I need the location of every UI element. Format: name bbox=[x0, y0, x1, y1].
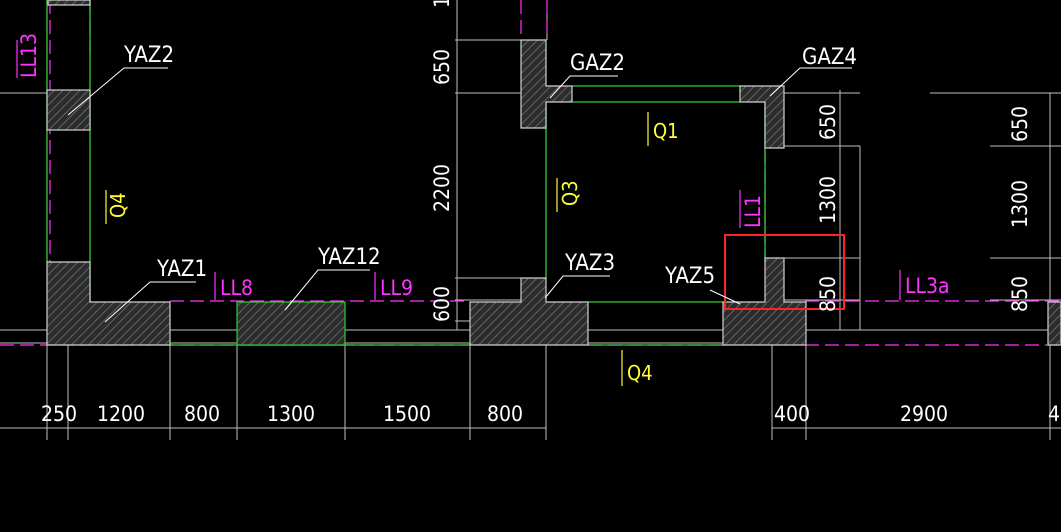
dim-v-600: 600 bbox=[430, 286, 454, 322]
label-gaz4: GAZ4 bbox=[802, 45, 857, 70]
label-gaz2: GAZ2 bbox=[570, 51, 625, 76]
wall-label-ticks bbox=[105, 112, 649, 386]
column-yaz2 bbox=[46, 89, 91, 131]
dim-v-1300-r1: 1300 bbox=[816, 176, 840, 224]
dim-v-650-mid: 650 bbox=[430, 49, 454, 85]
dim-v-850-r1: 850 bbox=[816, 276, 840, 312]
column-yaz3 bbox=[469, 277, 589, 346]
label-ll9: LL9 bbox=[380, 276, 413, 300]
dim-v-650-r2: 650 bbox=[1008, 106, 1032, 142]
label-ll3a: LL3a bbox=[905, 274, 950, 298]
label-yaz12: YAZ12 bbox=[317, 245, 381, 270]
wall-lines bbox=[46, 0, 766, 346]
column-yaz12 bbox=[236, 301, 346, 346]
beam-label-ticks bbox=[16, 40, 901, 300]
label-q1: Q1 bbox=[653, 119, 679, 143]
column-top-stub bbox=[47, 0, 91, 6]
column-yaz5 bbox=[722, 257, 807, 346]
label-ll13: LL13 bbox=[17, 33, 41, 78]
dim-h-800a: 800 bbox=[184, 402, 220, 426]
dim-v-650-r1: 650 bbox=[816, 104, 840, 140]
label-q4-bottom: Q4 bbox=[627, 361, 653, 385]
dim-v-mid-top: 1 bbox=[430, 0, 454, 8]
selection-highlight-box[interactable] bbox=[724, 234, 845, 310]
label-yaz5: YAZ5 bbox=[664, 264, 715, 289]
label-yaz2: YAZ2 bbox=[123, 43, 174, 68]
dim-h-1300: 1300 bbox=[267, 402, 315, 426]
dim-v-2200: 2200 bbox=[430, 164, 454, 212]
column-gaz2 bbox=[520, 39, 573, 129]
dim-h-250: 250 bbox=[41, 402, 77, 426]
label-q4-left: Q4 bbox=[106, 192, 130, 218]
dim-h-1500: 1500 bbox=[383, 402, 431, 426]
dim-h-800b: 800 bbox=[487, 402, 523, 426]
label-q3: Q3 bbox=[558, 180, 582, 206]
dim-h-2900: 2900 bbox=[900, 402, 948, 426]
dim-v-850-r2: 850 bbox=[1008, 276, 1032, 312]
label-ll8: LL8 bbox=[220, 276, 253, 300]
leader-lines bbox=[67, 67, 852, 323]
dim-h-400: 400 bbox=[774, 402, 810, 426]
column-right-edge bbox=[1047, 301, 1061, 346]
label-ll1: LL1 bbox=[741, 195, 765, 228]
dim-h-1200: 1200 bbox=[97, 402, 145, 426]
label-yaz1: YAZ1 bbox=[156, 257, 207, 282]
label-yaz3: YAZ3 bbox=[564, 251, 615, 276]
dim-h-4: 4 bbox=[1048, 402, 1060, 426]
column-gaz4 bbox=[739, 85, 785, 149]
column-yaz1 bbox=[46, 261, 171, 346]
dim-v-1300-r2: 1300 bbox=[1008, 180, 1032, 228]
columns bbox=[46, 0, 1061, 346]
